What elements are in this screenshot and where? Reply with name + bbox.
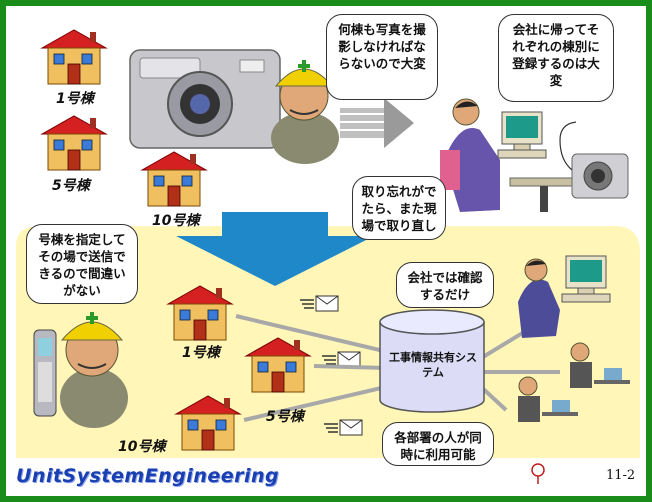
logo-mark-icon (531, 463, 545, 484)
system-label: 工事情報共有システム (389, 351, 477, 379)
database-cylinder-icon (379, 309, 485, 413)
house-label: 10号棟 (152, 213, 200, 229)
arrow-right-icon (340, 98, 414, 148)
department-workers-icon (518, 342, 630, 422)
house-icon (41, 29, 107, 85)
envelope-icon (339, 419, 363, 436)
digital-camera-icon (559, 121, 629, 199)
house-label: 5号棟 (52, 178, 90, 194)
house-label: 10号棟 (118, 439, 166, 455)
house-icon (141, 151, 207, 207)
speech-bubble-top-worker: 何棟も写真を撮影しなければならないので大変 (326, 14, 438, 100)
computer-icon (561, 255, 611, 303)
footer-logo: UnitSystemEngineering (16, 465, 280, 487)
speech-bubble-office-check: 会社では確認するだけ (396, 262, 494, 308)
speech-bubble-retake: 取り忘れがでたら、また現場で取り直し (352, 176, 446, 240)
page-number: 11-2 (606, 468, 636, 483)
construction-worker-icon (271, 60, 339, 164)
mobile-phone-icon (33, 329, 57, 417)
house-label: 1号棟 (182, 345, 220, 361)
house-icon (41, 115, 107, 171)
speech-bubble-send: 号棟を指定してその場で送信できるので間違いがない (26, 224, 138, 304)
envelope-icon (315, 295, 339, 312)
computer-icon (497, 111, 547, 159)
office-worker-icon (518, 258, 560, 338)
digital-camera-icon (129, 49, 281, 149)
speech-bubble-departments: 各部署の人が同時に利用可能 (382, 422, 494, 466)
house-label: 1号棟 (56, 91, 94, 107)
arrow-down-icon (176, 212, 374, 286)
house-label: 5号棟 (266, 409, 304, 425)
speech-bubble-office-top: 会社に帰ってそれぞれの棟別に登録するのは大変 (498, 14, 614, 102)
construction-worker-icon (60, 312, 128, 428)
office-worker-icon (440, 98, 601, 212)
